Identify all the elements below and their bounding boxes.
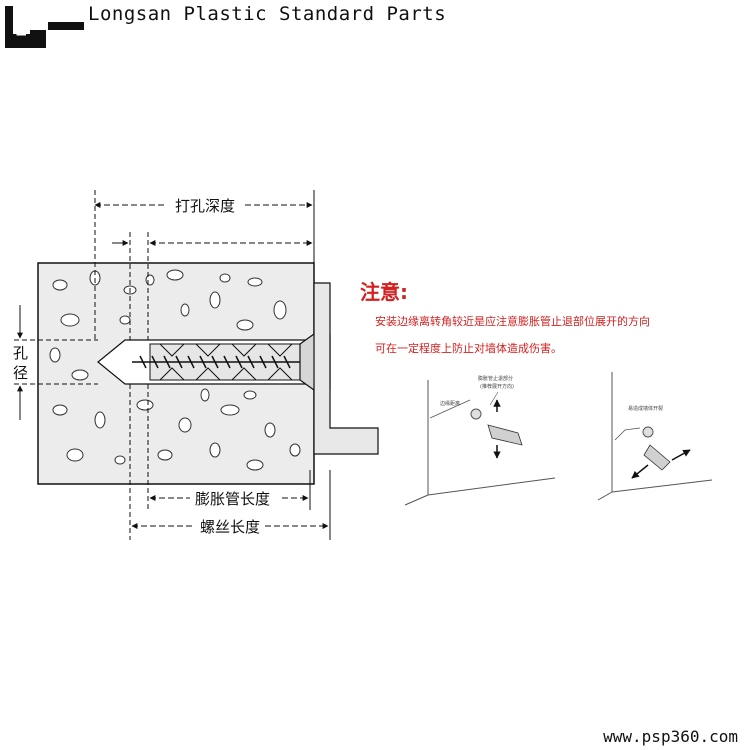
website-url: www.psp360.com bbox=[603, 727, 738, 746]
note-line-1: 安装边缘离转角较近是应注意膨胀管止退部位展开的方向 bbox=[375, 315, 650, 328]
hole-diameter-label-1: 孔 bbox=[13, 344, 28, 362]
installation-diagram: 打孔深度 孔 径 膨胀管长度 螺丝长度 bbox=[13, 190, 379, 540]
sleeve-part-label-1: 膨胀管止退部分 bbox=[478, 375, 513, 382]
brand-name: Longsan Plastic Standard Parts bbox=[88, 3, 447, 25]
note-line-2: 可在一定程度上防止对墙体造成伤害。 bbox=[375, 342, 562, 355]
sleeve-part-label-2: (推荐展开方向) bbox=[480, 383, 514, 390]
wall-aggregate bbox=[49, 269, 301, 471]
sleeve-length-label: 膨胀管长度 bbox=[195, 490, 270, 508]
drill-depth-label: 打孔深度 bbox=[175, 197, 235, 215]
crack-warning-label: 易造成墙体开裂 bbox=[628, 405, 663, 412]
example-wrong-diagram: 易造成墙体开裂 bbox=[597, 372, 713, 501]
hole-diameter-label-2: 径 bbox=[13, 364, 28, 382]
note-title: 注意: bbox=[360, 280, 408, 304]
edge-distance-label: 边缘距离 bbox=[440, 400, 460, 407]
screw-length-label: 螺丝长度 bbox=[200, 518, 260, 536]
example-correct-diagram: 边缘距离 膨胀管止退部分 (推荐展开方向) bbox=[404, 375, 556, 506]
screw-thread bbox=[132, 355, 300, 369]
longsan-logo-icon bbox=[5, 6, 84, 48]
bracket bbox=[313, 282, 379, 455]
